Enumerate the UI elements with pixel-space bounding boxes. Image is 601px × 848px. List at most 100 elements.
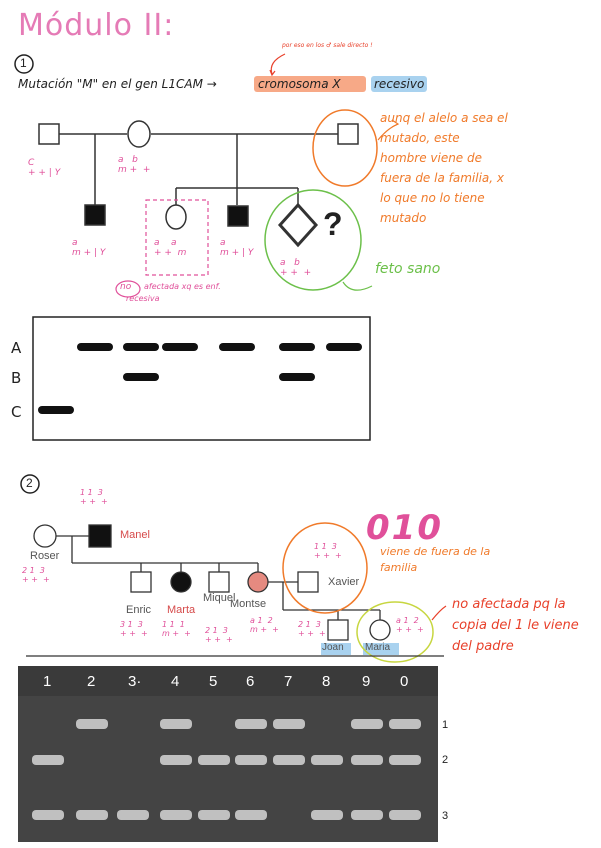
label-marta: Marta: [167, 604, 195, 616]
gel2-band-lane2-row3: [76, 810, 108, 820]
pedigree1-affected-male-III2: [228, 206, 248, 226]
label-montse: Montse: [230, 598, 266, 610]
note-010: 010: [366, 508, 443, 548]
pedigree2-montse: [248, 572, 268, 592]
gel2-band-lane9-row3: [351, 810, 383, 820]
small-note: por eso en los ♂ sale directo !: [282, 42, 373, 49]
pedigree2-manel: [89, 525, 111, 547]
pedigree2-maria: [370, 620, 390, 640]
gel1-row-label-a: A: [11, 339, 21, 357]
gel2-lane-label: 5: [209, 673, 217, 690]
note-arrow: [271, 54, 285, 74]
gel2-row-label-3: 3: [442, 810, 448, 822]
pedigree-1: [39, 121, 358, 245]
pedigree2-marta: [171, 572, 191, 592]
gel2-band-lane8-row3: [311, 810, 343, 820]
genotype-fetus: a b + + +: [280, 258, 311, 278]
genotype-III1: a a + + m: [154, 238, 186, 258]
label-manel: Manel: [120, 529, 150, 541]
gel1-band-lane2-A: [77, 343, 113, 351]
gel2-band-lane10-row2: [389, 755, 421, 765]
note-xavier: viene de fuera de la familia: [380, 544, 510, 576]
chromosome-tag: cromosoma X: [258, 77, 341, 91]
gel2-lane-label: 3·: [128, 673, 141, 690]
gel1-row-label-c: C: [11, 403, 21, 421]
gel2-row-label-1: 1: [442, 719, 448, 731]
gel2-lane-label: 1: [43, 673, 51, 690]
label-maria: Maria: [365, 642, 390, 653]
recessive-tag: recesivo: [374, 77, 424, 91]
genotype-maria: a 1 2 + + +: [396, 616, 424, 634]
gel2-band-lane1-row3: [32, 810, 64, 820]
pedigree2-xavier: [298, 572, 318, 592]
gel1-band-lane3-A: [123, 343, 159, 351]
gel2-band-lane5-row3: [198, 810, 230, 820]
genotype-enric: 3 1 3 + + +: [120, 620, 148, 638]
note-orange: aunq el alelo a sea el mutado, este homb…: [380, 108, 510, 228]
gel1-band-lane4-A: [162, 343, 198, 351]
orange-circle-I3: [313, 110, 377, 186]
gel2-band-lane6-row2: [235, 755, 267, 765]
section-2-number: 2: [26, 476, 33, 490]
pedigree1-female-III1: [166, 205, 186, 229]
label-xavier: Xavier: [328, 576, 359, 588]
note-afectada: afectada xq es enf. recesiva: [126, 281, 246, 305]
gel2-band-lane1-row2: [32, 755, 64, 765]
gel2-lane-label: 4: [171, 673, 179, 690]
pedigree1-male-I3: [338, 124, 358, 144]
gel2-band-lane8-row2: [311, 755, 343, 765]
pedigree1-fetus-diamond: [280, 205, 316, 245]
pedigree1-female-I2: [128, 121, 150, 147]
pedigree2-enric: [131, 572, 151, 592]
pedigree2-joan: [328, 620, 348, 640]
gel1-band-lane1-C: [38, 406, 74, 414]
genotype-montse: a 1 2 m + +: [250, 616, 279, 634]
genotype-miquel: 2 1 3 + + +: [205, 626, 233, 644]
label-roser: Roser: [30, 550, 59, 562]
gel1-band-lane7-A: [326, 343, 362, 351]
genotype-I1: C + + | Y: [28, 158, 60, 178]
gel2-band-lane4-row2: [160, 755, 192, 765]
pedigree2-miquel: [209, 572, 229, 592]
fetus-question-mark: ?: [323, 206, 343, 243]
gel1-band-lane5-A: [219, 343, 255, 351]
gel2-lane-label: 7: [284, 673, 292, 690]
mutation-statement: Mutación "M" en el gen L1CAM →: [18, 77, 217, 91]
label-enric: Enric: [126, 604, 151, 616]
gel1-frame: [33, 317, 370, 440]
gel2-band-lane7-row1: [273, 719, 305, 729]
gel2-band-lane6-row1: [235, 719, 267, 729]
pedigree1-affected-male-II1: [85, 205, 105, 225]
gel2-band-lane9-row2: [351, 755, 383, 765]
gel2-lane-label: 9: [362, 673, 370, 690]
label-joan: Joan: [322, 642, 344, 653]
genotype-III2: a m + | Y: [220, 238, 253, 258]
orange-circle-xavier: [283, 523, 367, 613]
gel2-band-lane4-row3: [160, 810, 192, 820]
pedigree1-male-I1: [39, 124, 59, 144]
genotype-marta: 1 1 1 m + +: [162, 620, 191, 638]
note-maria: no afectada pq la copia del 1 le viene d…: [452, 594, 592, 657]
gel2-band-lane10-row3: [389, 810, 421, 820]
gel1-band-lane6-A: [279, 343, 315, 351]
genotype-xavier: 1 1 3 + + +: [314, 542, 342, 560]
gel2-row-label-2: 2: [442, 754, 448, 766]
gel2-band-lane5-row2: [198, 755, 230, 765]
genotype-roser: 2 1 3 + + +: [22, 566, 50, 584]
gel2-lane-label: 0: [400, 673, 408, 690]
gel2-lane-label: 2: [87, 673, 95, 690]
gel2-band-lane6-row3: [235, 810, 267, 820]
gel2-lane-label: 6: [246, 673, 254, 690]
gel2-band-lane4-row1: [160, 719, 192, 729]
gel1-row-label-b: B: [11, 369, 21, 387]
gel2-band-lane3-row3: [117, 810, 149, 820]
pedigree2-roser: [34, 525, 56, 547]
genotype-I2: a b m + +: [118, 155, 150, 175]
gel1-band-lane3-B: [123, 373, 159, 381]
gel2-band-lane2-row1: [76, 719, 108, 729]
genotype-manel: 1 1 3 + + +: [80, 488, 108, 506]
gel1-band-lane6-B: [279, 373, 315, 381]
note-feto-sano: feto sano: [375, 261, 440, 277]
gel2-band-lane9-row1: [351, 719, 383, 729]
